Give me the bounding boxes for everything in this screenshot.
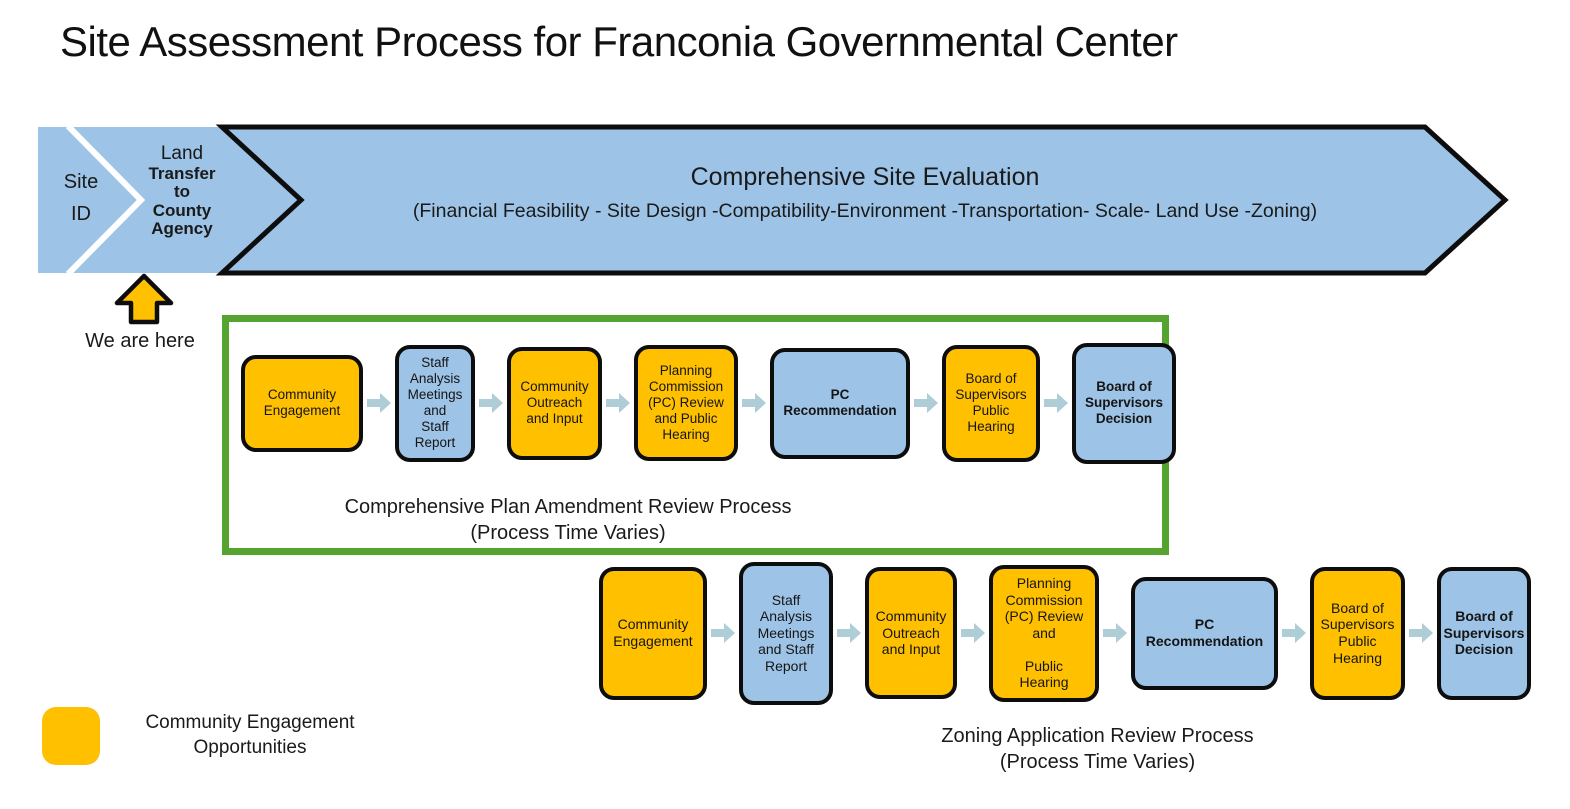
flow-arrow-icon (837, 622, 861, 644)
flow-arrow-icon (961, 622, 985, 644)
process-step: Board of Supervisors Decision (1437, 566, 1531, 700)
legend-gold-swatch (42, 707, 100, 765)
process-row-zoning-application: Community Engagement Staff Analysis Meeti… (599, 561, 1531, 705)
zoning-application-caption: Zoning Application Review Process (Proce… (941, 725, 1254, 773)
page-title: Site Assessment Process for Franconia Go… (60, 18, 1178, 65)
flow-arrow-icon (1282, 622, 1306, 644)
process-step: PC Recommendation (770, 347, 910, 459)
process-step: Board of Supervisors Public Hearing (1310, 566, 1405, 700)
process-step: Staff Analysis Meetings and Staff Report (739, 561, 833, 705)
banner-site-id-label: Site ID (63, 171, 99, 225)
land-transfer-line1: Land (160, 143, 204, 164)
flow-arrow-icon (1044, 392, 1068, 414)
process-step: Community Engagement (599, 566, 707, 700)
process-step: Community Engagement (241, 354, 363, 452)
flow-arrow-icon (367, 392, 391, 414)
we-are-here-up-arrow-icon (114, 273, 174, 325)
process-step: Board of Supervisors Public Hearing (942, 344, 1040, 462)
evaluation-chevron-shape (215, 124, 1509, 276)
process-step: Staff Analysis Meetings and Staff Report (395, 344, 475, 462)
evaluation-title: Comprehensive Site Evaluation (690, 163, 1040, 191)
flow-arrow-icon (1103, 622, 1127, 644)
flow-arrow-icon (479, 392, 503, 414)
comprehensive-plan-caption: Comprehensive Plan Amendment Review Proc… (344, 496, 792, 544)
legend-label: Community Engagement Opportunities (145, 712, 355, 758)
process-step: PC Recommendation (1131, 576, 1278, 690)
process-row-comprehensive-plan: Community Engagement Staff Analysis Meeti… (241, 340, 1176, 466)
flow-arrow-icon (711, 622, 735, 644)
flow-arrow-icon (742, 392, 766, 414)
banner-land-transfer-label: Land Transfer to County Agency (134, 143, 230, 238)
we-are-here-label: We are here (85, 330, 195, 352)
process-step: Planning Commission (PC) Review and Publ… (989, 564, 1099, 702)
process-step: Planning Commission (PC) Review and Publ… (634, 345, 738, 461)
land-transfer-rest: Transfer to County Agency (148, 164, 216, 239)
process-step: Community Outreach and Input (507, 346, 602, 460)
process-step: Community Outreach and Input (865, 567, 957, 699)
banner-evaluation-text: Comprehensive Site Evaluation (Financial… (305, 163, 1425, 223)
process-step: Board of Supervisors Decision (1072, 342, 1176, 464)
site-id-separator-chevron-icon (65, 123, 146, 277)
flow-arrow-icon (914, 392, 938, 414)
flow-arrow-icon (1409, 622, 1433, 644)
flow-arrow-icon (606, 392, 630, 414)
evaluation-subtitle: (Financial Feasibility - Site Design -Co… (412, 200, 1318, 222)
